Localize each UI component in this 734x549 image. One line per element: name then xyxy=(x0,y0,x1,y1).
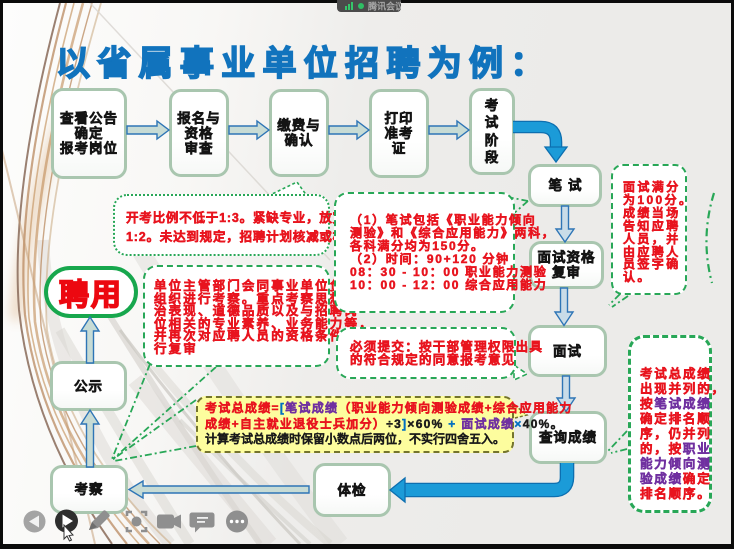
svg-text:腾讯会议: 腾讯会议 xyxy=(367,1,401,12)
